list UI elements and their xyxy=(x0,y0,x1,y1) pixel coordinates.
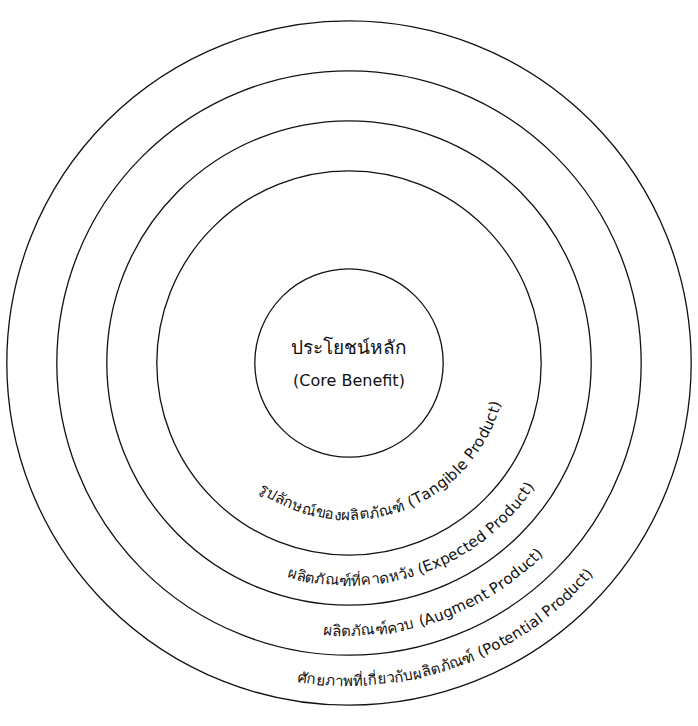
label-glyph: พ xyxy=(343,672,353,690)
circle-outline xyxy=(6,20,692,706)
circle-outline xyxy=(106,120,592,606)
circle-line xyxy=(157,171,541,555)
label-glyph: ภ xyxy=(325,671,336,690)
label-glyph: ผ xyxy=(341,506,350,524)
circle-outline xyxy=(254,268,444,458)
circle-line xyxy=(107,121,591,605)
core-label: ประโยชน์หลัก xyxy=(291,336,407,359)
label-glyph: ผ xyxy=(322,621,332,640)
circle-outline xyxy=(56,70,642,656)
label-glyph: ที่ xyxy=(353,672,364,690)
level-label: รูปลักษณ์ของผลิตภัณฑ์ (Tangible Product) xyxy=(255,395,505,525)
label-glyph: ภั xyxy=(351,622,361,640)
product-level-ring: ประโยชน์หลัก (Core Benefit) รูปลักษณ์ของผล… xyxy=(106,120,592,606)
label-glyph: ย xyxy=(316,670,327,689)
label-glyph: ณ xyxy=(360,621,375,640)
label-glyph: ฑ์ xyxy=(339,572,351,590)
label-glyph: ณ xyxy=(324,571,339,590)
core-label: (Core Benefit) xyxy=(293,371,405,390)
label-glyph: ที่ xyxy=(351,572,362,590)
product-level-ring: ประโยชน์หลัก (Core Benefit) รูปลักษณ์ของผล… xyxy=(6,20,692,706)
level-label: ศักยภาพที่เกี่ยวกับผลิตภัณฑ์ (Potential … xyxy=(292,563,597,691)
label-glyph: ต xyxy=(341,622,351,640)
core-text-box: ประโยชน์หลัก (Core Benefit) xyxy=(291,336,407,390)
circle-line xyxy=(57,71,641,655)
product-level-ring: ประโยชน์หลัก (Core Benefit) รูปลักษณ์ของผล… xyxy=(156,170,542,556)
label-glyph: ง xyxy=(334,505,342,523)
circle-line xyxy=(255,269,443,457)
label-glyph: า xyxy=(335,672,344,690)
label-glyph: ลิ xyxy=(350,506,360,524)
label-glyph: ลิ xyxy=(331,621,341,639)
core-benefit-circle: ประโยชน์หลัก (Core Benefit) xyxy=(254,268,444,458)
circle-line xyxy=(7,21,691,705)
circle-outline xyxy=(156,170,542,556)
product-level-ring: ประโยชน์หลัก (Core Benefit) รูปลักษณ์ของผล… xyxy=(56,70,642,656)
